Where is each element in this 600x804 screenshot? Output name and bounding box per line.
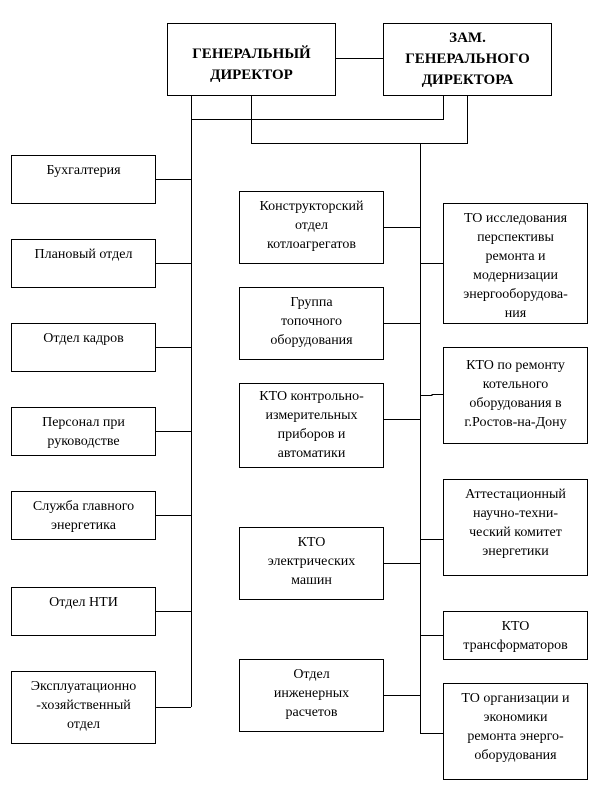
dept-attestation-committee: Аттестационный научно-техни- ческий коми… bbox=[443, 479, 588, 576]
dept-management-staff: Персонал при руководстве bbox=[11, 407, 156, 456]
dept-accounting: Бухгалтерия bbox=[11, 155, 156, 204]
deputy-to-left-link bbox=[191, 95, 444, 120]
dept-chief-power-engineer: Служба главного энергетика bbox=[11, 491, 156, 540]
dept-instrumentation: КТО контрольно- измерительных приборов и… bbox=[239, 383, 384, 468]
dept-electric-machines: КТО электрических машин bbox=[239, 527, 384, 600]
deputy-director-box: ЗАМ. ГЕНЕРАЛЬНОГО ДИРЕКТОРА bbox=[383, 23, 552, 96]
dept-planning: Плановый отдел bbox=[11, 239, 156, 288]
dept-hr: Отдел кадров bbox=[11, 323, 156, 372]
dept-boiler-repair-rostov: КТО по ремонту котельного оборудования в… bbox=[443, 347, 588, 444]
general-director-box: ГЕНЕРАЛЬНЫЙ ДИРЕКТОР bbox=[167, 23, 336, 96]
dept-maintenance: Эксплуатационно -хозяйственный отдел bbox=[11, 671, 156, 744]
dept-boiler-design: Конструкторский отдел котлоагрегатов bbox=[239, 191, 384, 264]
dept-nti: Отдел НТИ bbox=[11, 587, 156, 636]
director-deputy-to-right-link bbox=[251, 95, 468, 144]
dept-furnace-equipment: Группа топочного оборудования bbox=[239, 287, 384, 360]
dept-transformers: КТО трансформаторов bbox=[443, 611, 588, 660]
dept-repair-economics: ТО организации и экономики ремонта энерг… bbox=[443, 683, 588, 780]
dept-engineering-calc: Отдел инженерных расчетов bbox=[239, 659, 384, 732]
dept-modernization-research: ТО исследования перспективы ремонта и мо… bbox=[443, 203, 588, 324]
